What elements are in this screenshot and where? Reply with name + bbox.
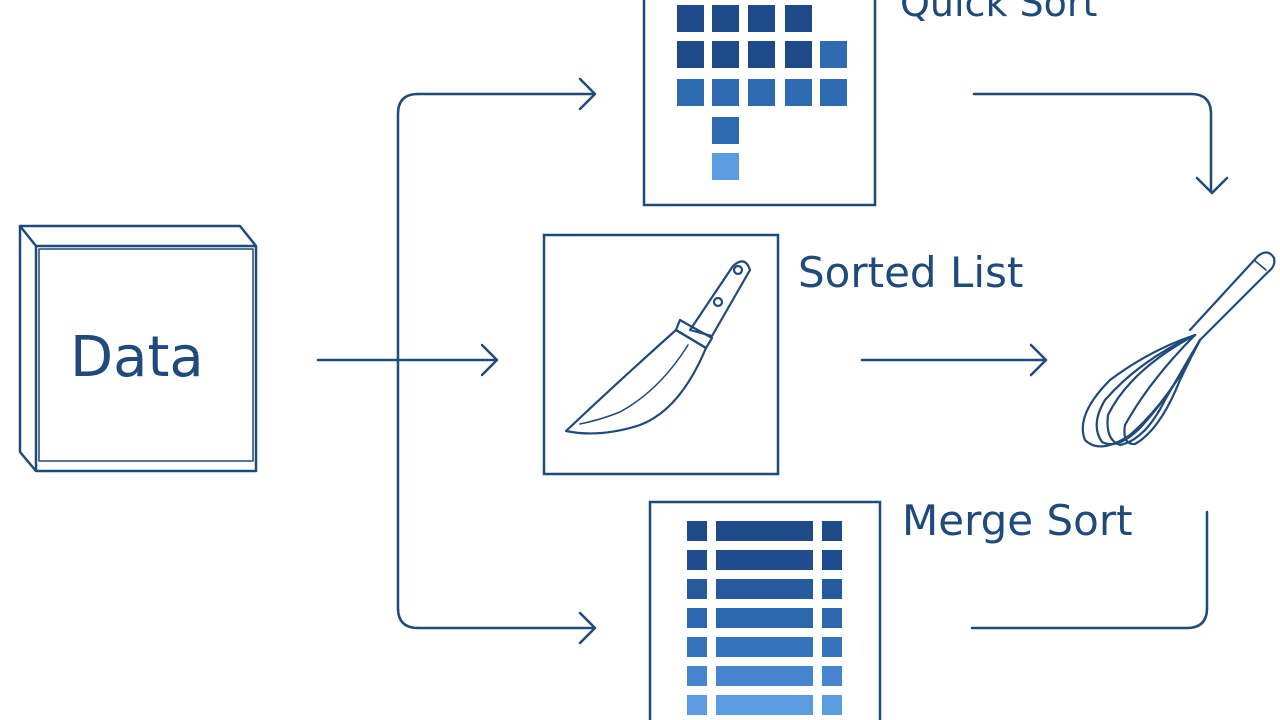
arrowhead-sorted <box>480 343 499 377</box>
grid-cell <box>820 79 847 106</box>
merge-sort-box <box>648 500 882 720</box>
grid-cell <box>785 5 812 32</box>
bar-segment <box>716 608 813 628</box>
bar-segment <box>822 579 842 599</box>
sorted-list-box <box>542 233 780 476</box>
merge-sort-bars-icon <box>687 521 842 715</box>
arrow-quick-to-whisk <box>972 92 1213 194</box>
bar-segment <box>687 550 707 570</box>
grid-cell <box>785 41 812 68</box>
arrowhead-whisk-mid <box>1029 343 1048 377</box>
bar-segment <box>687 521 707 541</box>
grid-cell <box>748 41 775 68</box>
branch-trunk <box>396 92 420 630</box>
data-cube-icon <box>18 224 258 473</box>
quick-sort-grid-icon <box>677 5 847 180</box>
bar-segment <box>687 695 707 715</box>
bar-segment <box>822 666 842 686</box>
data-label: Data <box>70 325 204 390</box>
grid-cell <box>748 5 775 32</box>
arrowhead-merge <box>578 611 597 645</box>
sorted-list-label: Sorted List <box>798 248 1024 297</box>
arrow-merge-to-whisk <box>970 510 1209 630</box>
bar-segment <box>716 695 813 715</box>
bar-segment <box>687 579 707 599</box>
bar-segment <box>687 666 707 686</box>
arrowhead-quick <box>578 77 597 111</box>
grid-cell <box>748 79 775 106</box>
grid-cell <box>712 41 739 68</box>
quick-sort-box <box>642 0 877 207</box>
bar-segment <box>716 666 813 686</box>
bar-segment <box>716 579 813 599</box>
grid-cell <box>712 79 739 106</box>
grid-cell <box>677 41 704 68</box>
knife-icon <box>564 260 752 435</box>
bar-segment <box>687 608 707 628</box>
grid-cell <box>712 117 739 144</box>
branch-connectors <box>316 77 1229 645</box>
grid-cell <box>712 5 739 32</box>
arrowhead-whisk-top <box>1195 176 1229 195</box>
bar-segment <box>822 695 842 715</box>
merge-sort-label: Merge Sort <box>902 496 1133 545</box>
grid-cell <box>785 79 812 106</box>
whisk-icon <box>1081 251 1276 448</box>
bar-segment <box>822 637 842 657</box>
quick-sort-label: Quick Sort <box>900 0 1098 25</box>
bar-segment <box>822 521 842 541</box>
bar-segment <box>716 521 813 541</box>
grid-cell <box>712 153 739 180</box>
bar-segment <box>822 608 842 628</box>
bar-segment <box>716 550 813 570</box>
grid-cell <box>677 5 704 32</box>
bar-segment <box>822 550 842 570</box>
bar-segment <box>687 637 707 657</box>
bar-segment <box>716 637 813 657</box>
grid-cell <box>677 79 704 106</box>
grid-cell <box>820 41 847 68</box>
